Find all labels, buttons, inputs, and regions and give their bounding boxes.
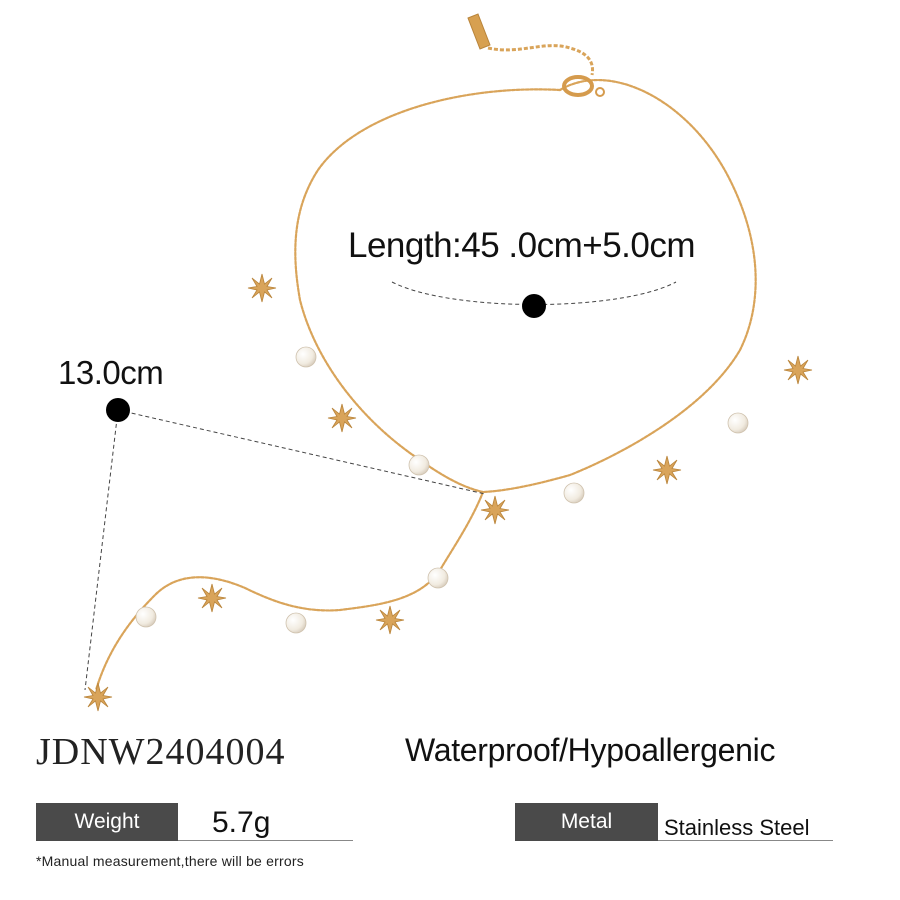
drop-guide-vertical bbox=[84, 409, 119, 691]
metal-tag: Metal bbox=[515, 803, 658, 841]
metal-tag-label: Metal bbox=[560, 810, 613, 833]
length-label: Length:45 .0cm+5.0cm bbox=[348, 226, 696, 265]
drop-guide-line bbox=[117, 409, 486, 495]
star-charm-icon bbox=[83, 682, 113, 712]
measurement-guides bbox=[84, 281, 677, 691]
pearl-charm-icon bbox=[408, 454, 430, 476]
pearl-charm-icon bbox=[727, 412, 749, 434]
measure-dot-icon bbox=[106, 398, 130, 422]
pearl-charms bbox=[135, 346, 749, 634]
metal-value: Stainless Steel bbox=[664, 815, 810, 840]
metal-underline bbox=[658, 840, 833, 841]
drop-length-label: 13.0cm bbox=[58, 354, 164, 391]
product-sku: JDNW2404004 bbox=[36, 731, 286, 773]
star-charms bbox=[83, 273, 813, 712]
weight-value: 5.7g bbox=[212, 806, 271, 839]
measurement-note: *Manual measurement,there will be errors bbox=[36, 853, 304, 869]
star-charm-icon bbox=[247, 273, 277, 303]
star-charm-icon bbox=[197, 583, 227, 613]
length-guide-arc bbox=[391, 281, 677, 305]
pearl-charm-icon bbox=[563, 482, 585, 504]
measure-dot-icon bbox=[522, 294, 546, 318]
weight-tag-label: Weight bbox=[74, 810, 140, 833]
pearl-charm-icon bbox=[427, 567, 449, 589]
star-charm-icon bbox=[480, 495, 510, 525]
star-charm-icon bbox=[783, 355, 813, 385]
weight-tag: Weight bbox=[36, 803, 178, 841]
star-charm-icon bbox=[375, 605, 405, 635]
star-charm-icon bbox=[652, 455, 682, 485]
pearl-charm-icon bbox=[135, 606, 157, 628]
weight-underline bbox=[178, 840, 353, 841]
necklace-chain bbox=[94, 79, 757, 692]
pearl-charm-icon bbox=[295, 346, 317, 368]
product-features: Waterproof/Hypoallergenic bbox=[405, 732, 776, 768]
pearl-charm-icon bbox=[285, 612, 307, 634]
clasp-extender bbox=[467, 13, 605, 97]
star-charm-icon bbox=[327, 403, 357, 433]
